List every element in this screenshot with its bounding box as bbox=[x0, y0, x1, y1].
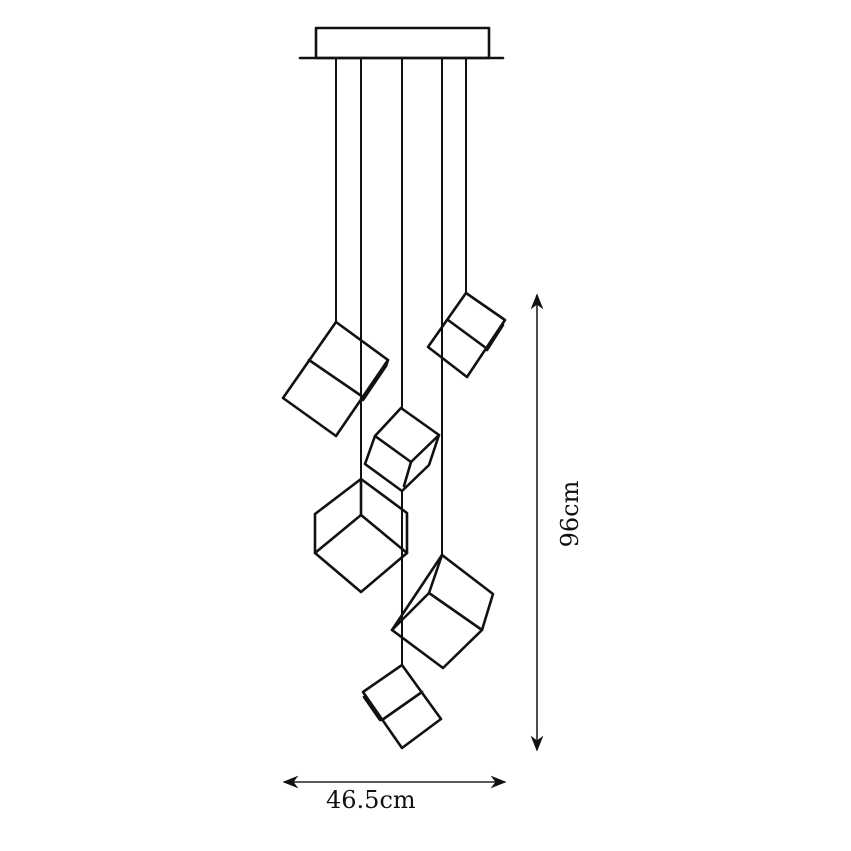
pendant-cube-1 bbox=[281, 320, 390, 438]
pendant-cube-2 bbox=[426, 291, 507, 379]
pendant-cube-5 bbox=[390, 553, 495, 670]
pendant-cube-3 bbox=[363, 406, 441, 493]
height-label: 96cm bbox=[556, 480, 584, 548]
pendant-cube-6 bbox=[361, 663, 443, 750]
ceiling-canopy bbox=[298, 26, 505, 60]
width-label: 46.5cm bbox=[326, 786, 416, 814]
pendant-cube-4 bbox=[313, 477, 409, 594]
cables bbox=[335, 58, 467, 665]
